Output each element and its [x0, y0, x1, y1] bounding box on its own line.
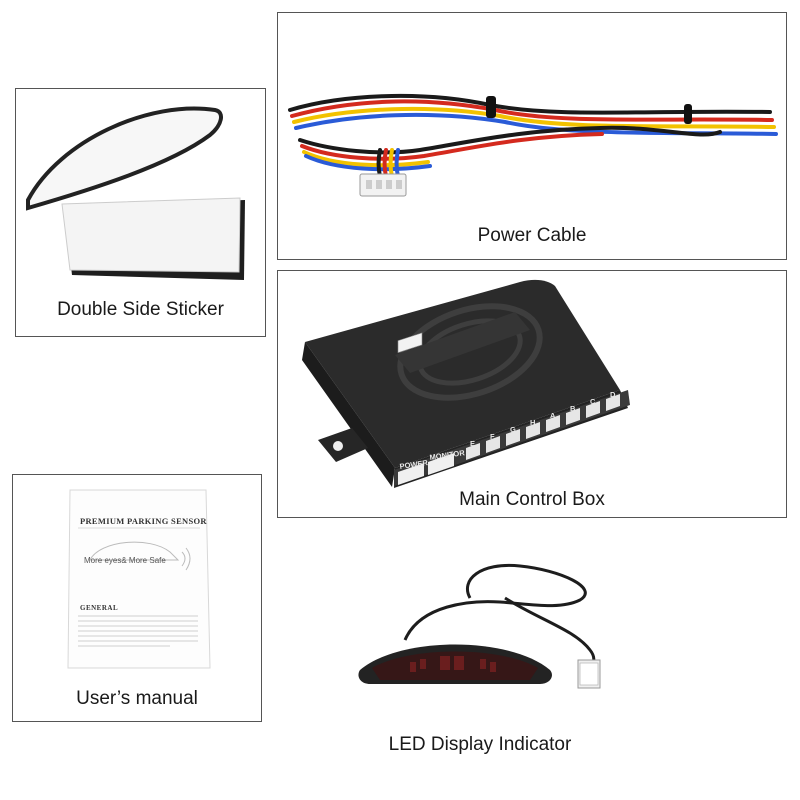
- manual-section-heading: GENERAL: [80, 604, 119, 612]
- caption-double-side-sticker: Double Side Sticker: [57, 299, 224, 320]
- panel-power-cable: Power Cable: [277, 12, 787, 260]
- caption-led-display-indicator: LED Display Indicator: [388, 734, 572, 755]
- manual-title: PREMIUM PARKING SENSOR: [80, 516, 207, 526]
- panel-users-manual: User’s manual: [12, 474, 262, 722]
- caption-power-cable: Power Cable: [477, 225, 587, 246]
- panel-double-side-sticker: Double Side Sticker: [15, 88, 266, 337]
- manual-tagline: More eyes& More Safe: [84, 556, 166, 565]
- panel-main-control-box: Main Control Box: [277, 270, 787, 518]
- caption-main-control-box: Main Control Box: [459, 489, 605, 510]
- caption-users-manual: User’s manual: [76, 688, 198, 709]
